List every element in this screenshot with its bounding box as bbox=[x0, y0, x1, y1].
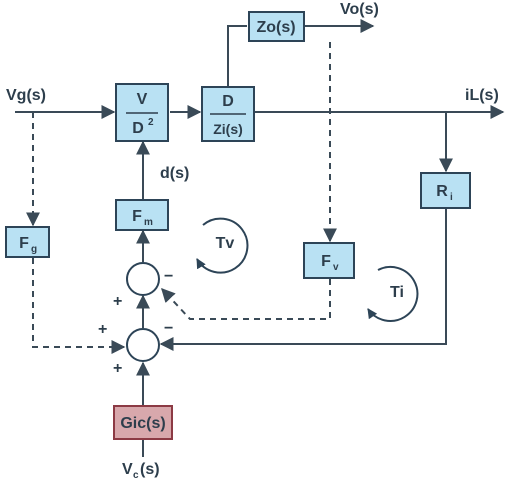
modulator-denominator: D bbox=[132, 120, 144, 137]
fv-label: F bbox=[321, 253, 331, 270]
ri-subscript: i bbox=[450, 192, 453, 203]
fv-to-summer-dashed-wire bbox=[161, 279, 331, 320]
vc-subscript: c bbox=[133, 470, 139, 481]
ti-label: Ti bbox=[390, 284, 404, 301]
ri-label: R bbox=[436, 183, 448, 200]
tv-label: Tv bbox=[216, 235, 235, 252]
fm-block: F m bbox=[115, 199, 169, 231]
ri-block: R i bbox=[420, 172, 471, 209]
d-signal-label: d(s) bbox=[160, 165, 189, 182]
fv-subscript: v bbox=[333, 262, 339, 273]
ri-feedback-wire bbox=[159, 209, 447, 351]
lower-junction-minus-sign: − bbox=[164, 320, 173, 337]
vg-signal-label: Vg(s) bbox=[6, 87, 46, 104]
fg-to-summer-dashed-wire bbox=[32, 258, 126, 354]
tv-loop-indicator: Tv bbox=[196, 217, 249, 274]
upper-summing-junction bbox=[126, 262, 160, 296]
lower-summing-junction bbox=[126, 328, 160, 362]
vc-main: V bbox=[122, 461, 133, 478]
zi-block: D Zi(s) bbox=[201, 86, 255, 142]
fm-label: F bbox=[132, 208, 142, 225]
vc-tail: (s) bbox=[140, 461, 160, 478]
lower-junction-plus-bottom-sign: + bbox=[113, 360, 122, 377]
gic-label: Gic(s) bbox=[120, 415, 165, 432]
zo-block: Zo(s) bbox=[248, 11, 305, 42]
vo-signal-label: Vo(s) bbox=[340, 1, 379, 18]
upper-junction-plus-sign: + bbox=[113, 293, 122, 310]
fg-label: F bbox=[19, 235, 29, 252]
lower-junction-plus-left-sign: + bbox=[98, 321, 107, 338]
vc-signal-label: V c (s) bbox=[122, 461, 160, 481]
modulator-exponent: 2 bbox=[148, 117, 154, 128]
ti-loop-indicator: Ti bbox=[367, 265, 419, 322]
fg-subscript: g bbox=[31, 244, 37, 255]
fg-block: F g bbox=[5, 226, 50, 258]
modulator-numerator: V bbox=[137, 91, 148, 108]
il-signal-label: iL(s) bbox=[465, 87, 499, 104]
zo-label: Zo(s) bbox=[256, 19, 295, 36]
zi-numerator: D bbox=[222, 93, 234, 110]
upper-junction-minus-sign: − bbox=[164, 268, 173, 285]
modulator-gain-block: V D 2 bbox=[115, 83, 169, 142]
zi-denominator: Zi(s) bbox=[213, 121, 243, 137]
zi-to-zo-wire bbox=[227, 25, 247, 88]
fm-subscript: m bbox=[144, 217, 153, 228]
fv-block: F v bbox=[303, 242, 355, 279]
gic-block: Gic(s) bbox=[113, 405, 173, 440]
